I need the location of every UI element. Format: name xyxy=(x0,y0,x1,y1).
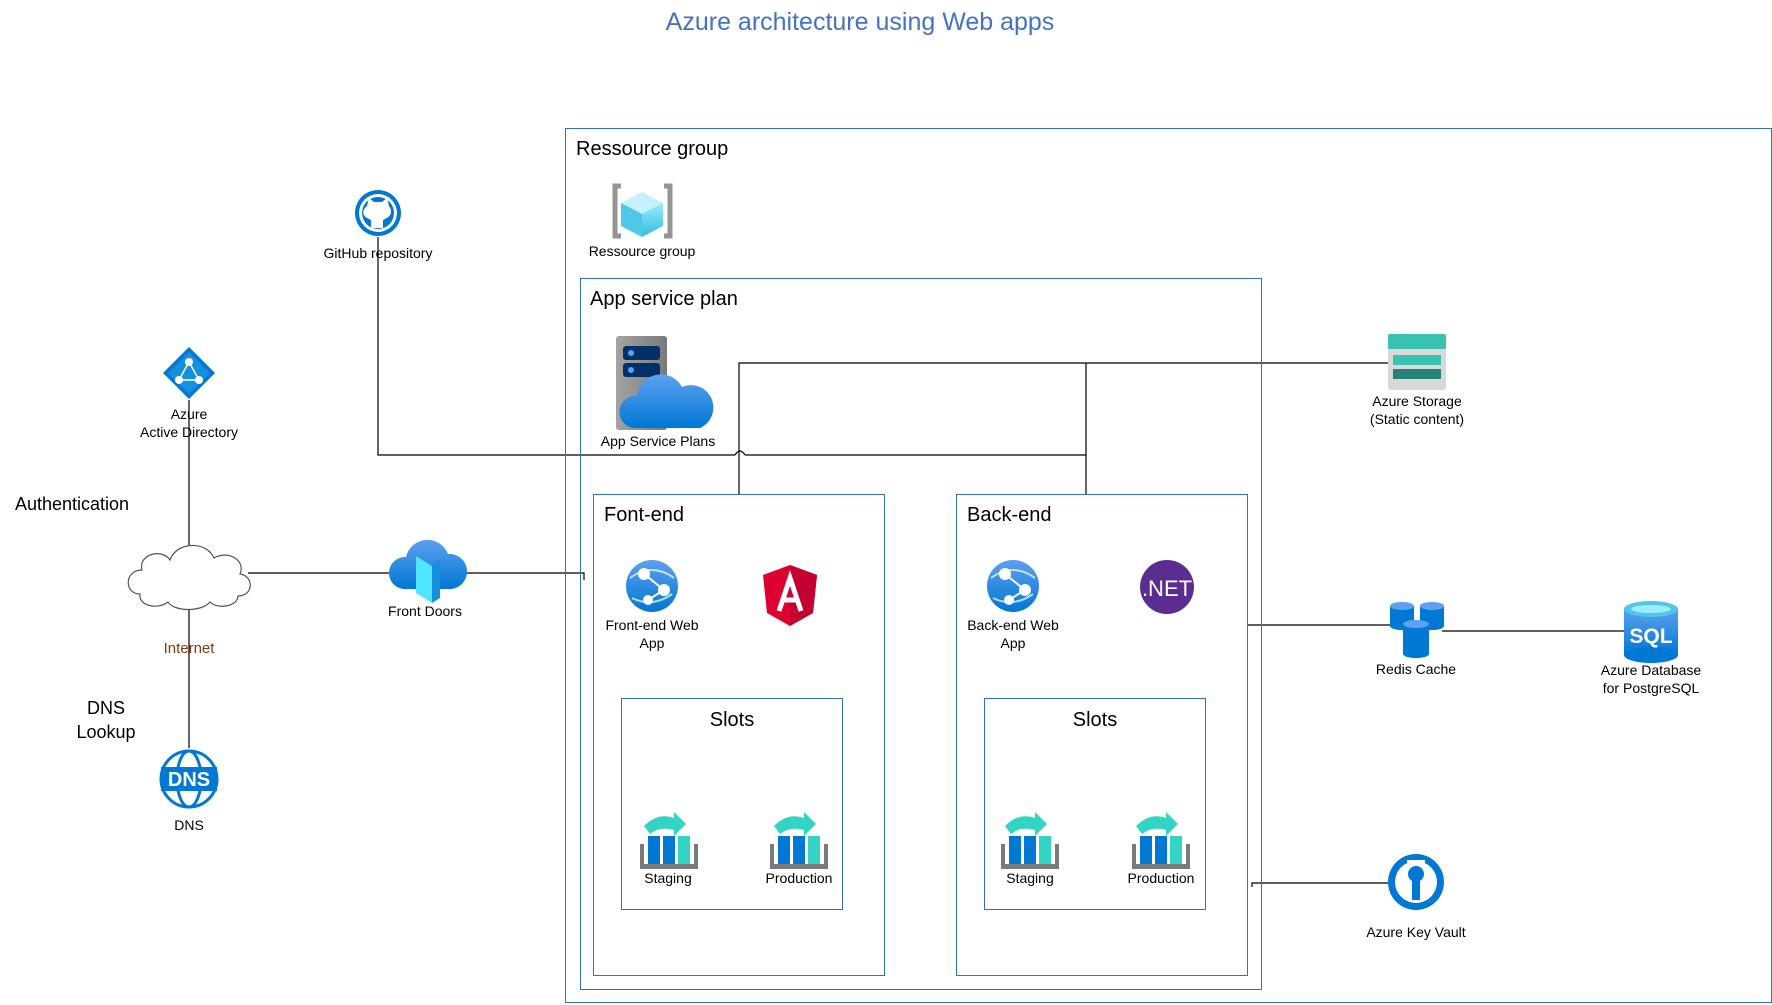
backend-to-keyvault-line xyxy=(1251,882,1388,887)
frontdoor-to-frontend-line xyxy=(452,572,585,580)
slots-front-title: Slots xyxy=(709,709,755,731)
github-to-backend-line xyxy=(377,237,735,456)
authentication-label: Authentication xyxy=(14,494,130,514)
front-end-title: Font-end xyxy=(604,504,685,526)
azure-ad-icon[interactable] xyxy=(163,347,215,399)
staging-front-label: Staging xyxy=(644,870,692,886)
connectors xyxy=(188,237,1624,887)
azure-sql-label: Azure Database for PostgreSQL xyxy=(1600,662,1702,696)
dotnet-badge-text: .NET xyxy=(1142,576,1192,601)
frontend-webapp-label: Front-end Web App xyxy=(605,617,699,651)
staging-back-icon[interactable] xyxy=(1001,812,1059,869)
slots-back-title: Slots xyxy=(1072,709,1118,731)
azure-sql-icon[interactable]: SQL xyxy=(1624,601,1678,663)
internet-cloud-icon xyxy=(127,544,251,611)
backend-webapp-label: Back-end Web App xyxy=(967,617,1059,651)
azure-storage-icon[interactable] xyxy=(1388,334,1446,390)
azure-storage-label: Azure Storage (Static content) xyxy=(1369,393,1465,427)
internet-label: Internet xyxy=(163,640,215,657)
resource-group-title: Ressource group xyxy=(576,138,729,160)
github-label: GitHub repository xyxy=(323,245,433,261)
production-front-label: Production xyxy=(765,870,833,886)
key-vault-icon[interactable] xyxy=(1388,854,1444,910)
redis-cache-icon[interactable] xyxy=(1390,602,1444,658)
production-front-icon[interactable] xyxy=(770,812,828,869)
production-back-icon[interactable] xyxy=(1132,812,1190,869)
azure-ad-label: Azure Active Directory xyxy=(139,406,239,440)
slots-front-box xyxy=(621,698,843,910)
production-back-label: Production xyxy=(1127,870,1195,886)
sql-badge-text: SQL xyxy=(1629,625,1672,648)
back-end-box xyxy=(956,494,1248,976)
staging-front-icon[interactable] xyxy=(640,812,698,869)
app-service-plan-title: App service plan xyxy=(590,288,738,310)
front-doors-label: Front Doors xyxy=(388,603,462,619)
dns-icon[interactable]: DNS xyxy=(159,749,219,809)
diagram-title: Azure architecture using Web apps xyxy=(665,8,1055,36)
dotnet-icon: .NET xyxy=(1140,560,1194,614)
front-end-box xyxy=(593,494,885,976)
app-service-plans-icon[interactable] xyxy=(616,336,714,430)
front-door-icon[interactable] xyxy=(388,539,468,603)
backend-webapp-icon[interactable] xyxy=(987,560,1039,612)
back-end-title: Back-end xyxy=(967,504,1052,526)
app-service-plan-box xyxy=(580,278,1262,990)
staging-back-label: Staging xyxy=(1006,870,1054,886)
angular-icon xyxy=(763,565,817,626)
slots-back-box xyxy=(984,698,1206,910)
frontend-webapp-icon[interactable] xyxy=(626,560,678,612)
frontend-to-storage-line xyxy=(738,362,1388,494)
dns-badge-text: DNS xyxy=(168,769,210,791)
dns-lookup-label: DNS Lookup xyxy=(76,698,136,742)
redis-cache-label: Redis Cache xyxy=(1375,661,1457,677)
dns-label: DNS xyxy=(174,817,204,833)
app-service-plans-label: App Service Plans xyxy=(600,433,716,449)
line-hop xyxy=(734,450,746,456)
github-icon[interactable] xyxy=(355,190,401,236)
resource-group-icon-label: Ressource group xyxy=(588,243,696,259)
key-vault-label: Azure Key Vault xyxy=(1366,924,1466,940)
resource-group-icon[interactable] xyxy=(612,183,673,239)
